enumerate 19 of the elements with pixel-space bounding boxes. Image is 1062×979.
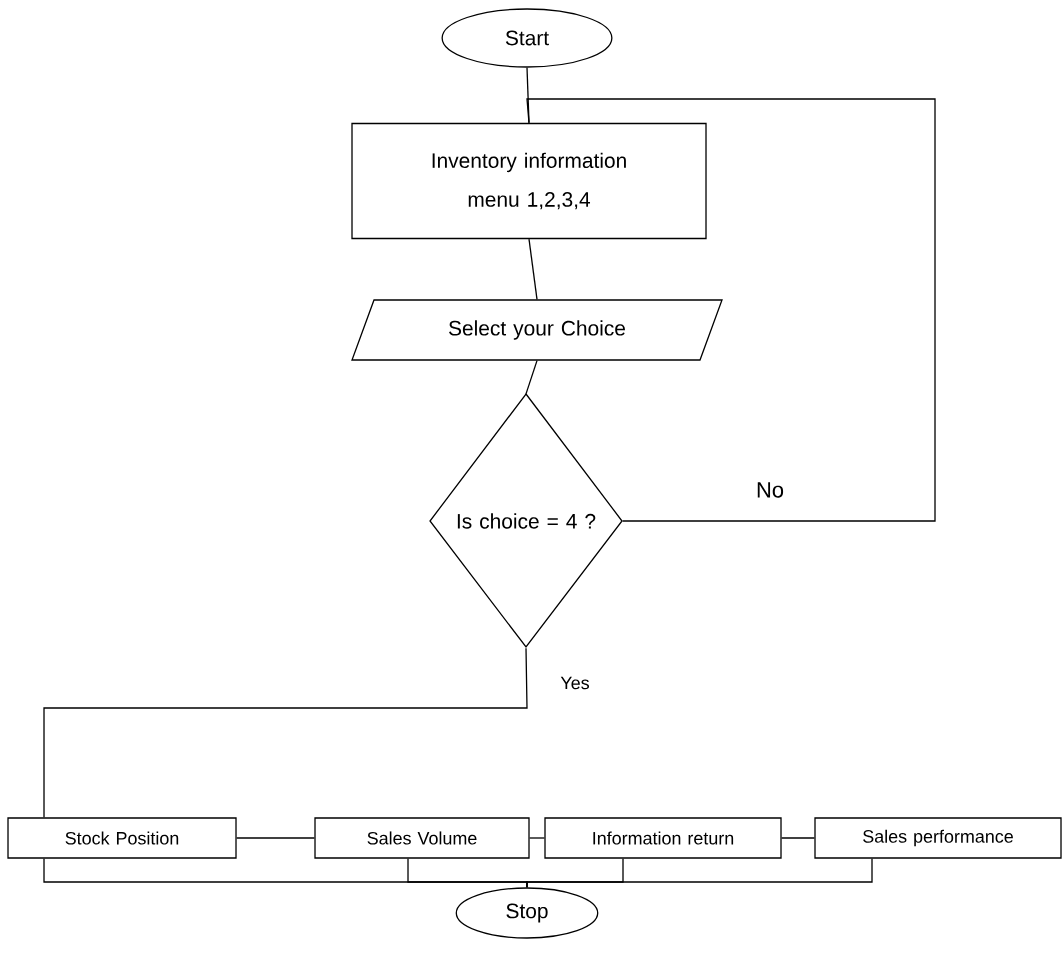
connector-line: [526, 858, 873, 888]
connector-line: [781, 837, 815, 839]
process-box: Information return: [544, 817, 782, 859]
edge-label: Yes: [559, 675, 591, 691]
connector-line: [529, 837, 545, 839]
terminal-oval: Start: [441, 8, 613, 68]
connector-line: [43, 647, 528, 818]
connector-line: [525, 360, 538, 395]
connector-line: [528, 238, 538, 300]
terminal-oval: Stop: [455, 887, 599, 939]
connector-line: [236, 837, 315, 839]
process-box: Sales Volume: [314, 817, 530, 859]
process-box: Inventory information menu 1,2,3,4: [351, 122, 707, 240]
connector-line: [526, 67, 530, 124]
process-box: Sales performance: [814, 817, 1062, 859]
input-parallelogram: Select your Choice: [351, 299, 723, 361]
edge-label: No: [755, 481, 785, 499]
connector-line: [526, 98, 936, 522]
process-box: Stock Position: [7, 817, 237, 859]
